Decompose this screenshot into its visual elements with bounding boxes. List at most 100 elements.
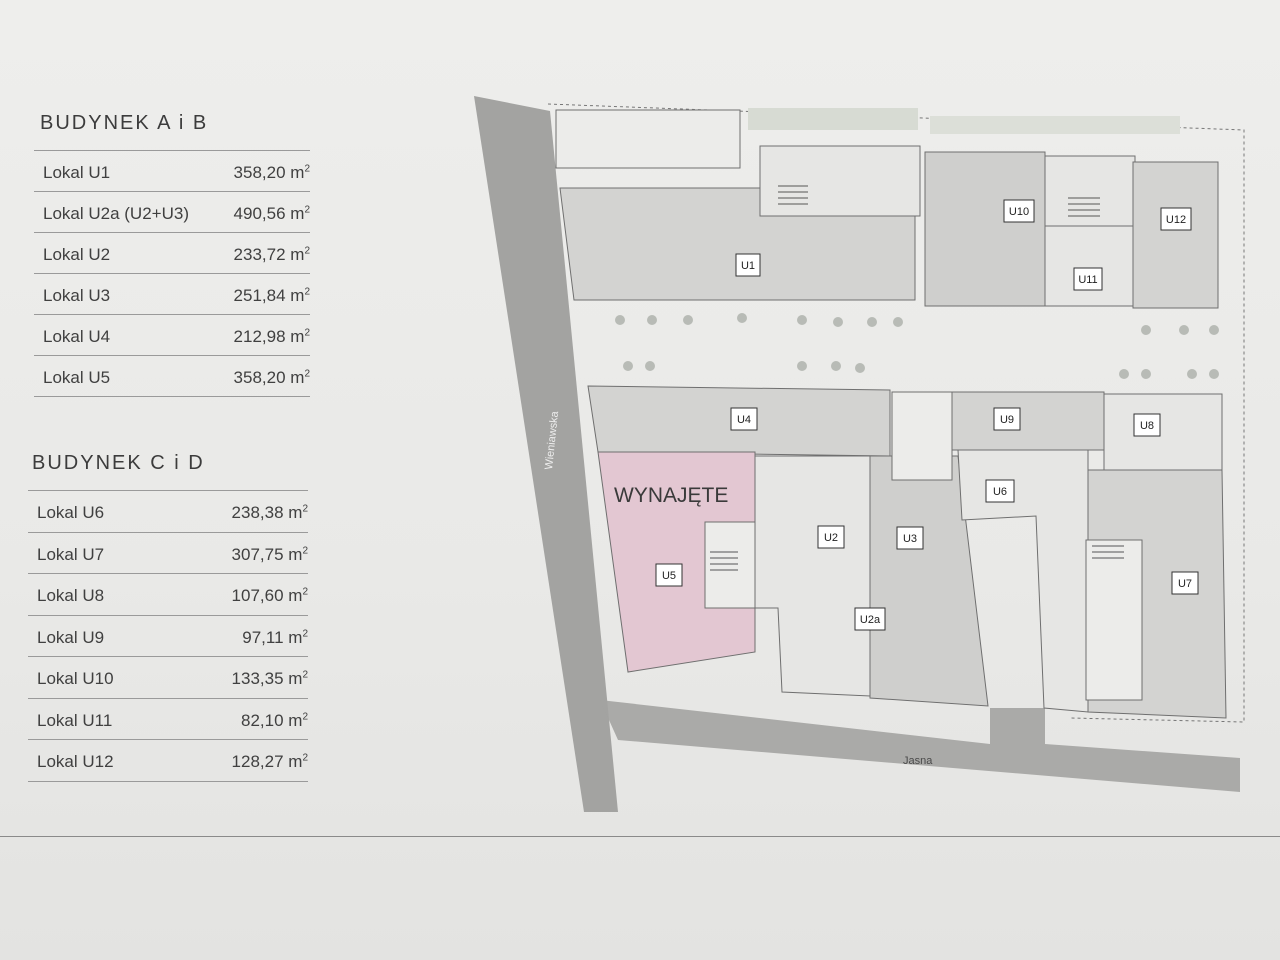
table-row: Lokal U3 251,84 m2 [34,273,310,315]
unit-area: 97,11 m2 [242,628,308,648]
street-label-jasna: Jasna [903,755,933,767]
unit-area-exponent: 2 [304,204,310,216]
table-row: Lokal U9 97,11 m2 [28,614,308,657]
greenery-strip-2 [930,116,1180,134]
unit-area-exponent: 2 [304,327,310,339]
unit-u10-area [924,151,1046,307]
unit-area-value: 82,10 m [241,710,303,730]
table-row: Lokal U5 358,20 m2 [34,355,310,397]
unit-area-exponent: 2 [304,286,310,298]
unit-area: 212,98 m2 [234,327,310,347]
building-ab-title: BUDYNEK A i B [40,112,209,134]
unit-area: 238,38 m2 [232,503,308,523]
bottom-rule [0,836,1280,837]
table-row: Lokal U2a (U2+U3) 490,56 m2 [34,191,310,233]
unit-area-value: 307,75 m [231,544,303,564]
unit-tag-u2a[interactable]: U2a [860,614,881,626]
unit-name: Lokal U6 [37,503,105,522]
core-b [1044,155,1136,227]
unit-area: 233,72 m2 [234,245,310,265]
stair-marks [710,185,1124,571]
street-jasna [600,700,1240,792]
unit-area: 82,10 m2 [241,711,308,731]
unit-area-value: 251,84 m [233,286,305,305]
unit-area-value: 358,20 m [233,368,305,387]
unit-area: 107,60 m2 [232,586,308,606]
unit-area-exponent: 2 [304,245,310,257]
unit-area-value: 107,60 m [231,586,303,605]
core-d [1085,539,1143,701]
unit-area: 133,35 m2 [232,669,308,689]
unit-tag-u6[interactable]: U6 [993,486,1007,498]
unit-area: 251,84 m2 [234,286,310,306]
unit-area-exponent: 2 [302,710,308,722]
unit-tag-u4[interactable]: U4 [737,414,751,426]
unit-tag-u1[interactable]: U1 [741,260,755,272]
unit-name: Lokal U9 [37,627,105,647]
rented-label: WYNAJĘTE [614,484,728,507]
unit-u2-area [754,455,871,697]
unit-name: Lokal U2a (U2+U3) [43,204,189,223]
unit-area-value: 490,56 m [233,204,305,223]
unit-tag-u11[interactable]: U11 [1078,274,1097,286]
unit-area-value: 133,35 m [231,669,303,688]
unit-tag-u3[interactable]: U3 [903,533,917,545]
unit-area: 307,75 m2 [232,545,308,565]
unit-area-exponent: 2 [302,586,308,598]
unit-area-exponent: 2 [302,544,308,556]
unit-area-exponent: 2 [302,627,308,639]
unit-name: Lokal U1 [43,163,111,182]
unit-u6-area [957,449,1089,713]
unit-area-value: 212,98 m [233,327,305,346]
unit-area: 358,20 m2 [234,163,310,183]
unit-area: 128,27 m2 [232,752,308,772]
unit-name: Lokal U5 [43,368,111,387]
unit-u9-area [951,391,1105,451]
unit-area: 490,56 m2 [234,204,310,224]
core-a [759,145,921,217]
unit-area-value: 128,27 m [231,752,303,771]
unit-name: Lokal U8 [37,586,105,605]
unit-name: Lokal U11 [37,710,113,730]
unit-tag-u9[interactable]: U9 [1000,414,1014,426]
unit-area: 358,20 m2 [234,368,310,388]
table-row: Lokal U6 238,38 m2 [28,490,308,532]
unit-name: Lokal U7 [37,544,105,564]
unit-name: Lokal U3 [43,286,111,305]
unit-u11-area [1044,225,1134,307]
unit-name: Lokal U10 [37,669,114,688]
unit-area-value: 97,11 m [242,627,303,647]
courtyard-trees [615,313,1219,379]
table-row: Lokal U10 133,35 m2 [28,656,308,698]
unit-u12-area [1132,161,1219,309]
unit-tag-u5[interactable]: U5 [662,570,676,582]
unit-area-exponent: 2 [302,752,308,764]
table-row: Lokal U2 233,72 m2 [34,232,310,274]
building-cd-title: BUDYNEK C i D [32,452,205,474]
unit-area-exponent: 2 [304,163,310,175]
table-end-line [34,396,310,397]
unit-area-exponent: 2 [304,368,310,380]
greenery-strip [748,108,918,130]
unit-name: Lokal U2 [43,245,111,264]
unit-tag-u12[interactable]: U12 [1166,214,1186,226]
unit-tag-u8[interactable]: U8 [1140,420,1154,432]
unit-tag-u10[interactable]: U10 [1009,206,1029,218]
unit-u8-area [1103,393,1223,471]
table-end-line [28,780,308,782]
table-row: Lokal U7 307,75 m2 [28,531,308,574]
stair-block [891,391,953,481]
unit-tag-u7[interactable]: U7 [1178,578,1192,590]
building-a-outline [555,109,741,169]
street-wieniawska [474,96,618,812]
unit-tag-u2[interactable]: U2 [824,532,838,544]
table-row: Lokal U11 82,10 m2 [28,697,308,740]
unit-area-value: 233,72 m [233,245,305,264]
unit-area-exponent: 2 [302,503,308,515]
